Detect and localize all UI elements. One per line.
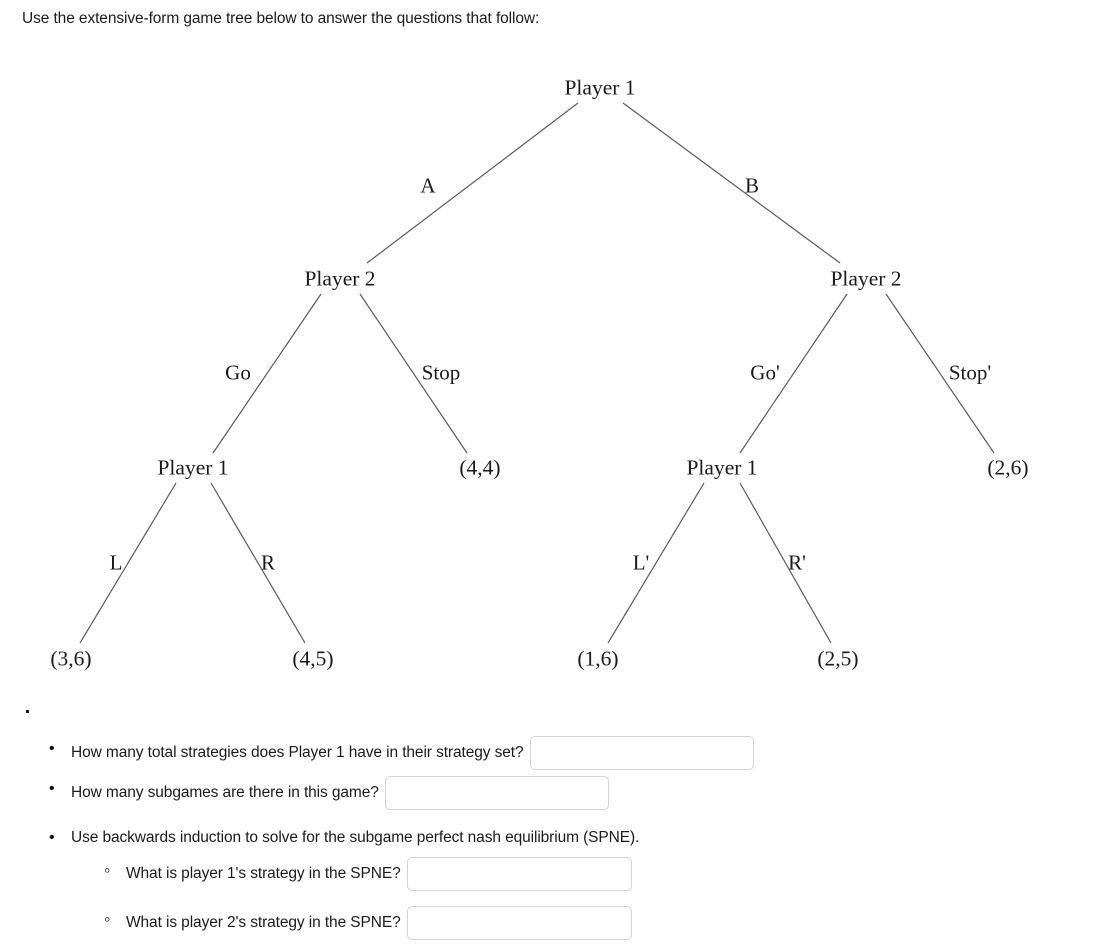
edge-a-line [366, 102, 579, 264]
edge-lp-label: L' [632, 550, 650, 575]
bullet-icon [104, 857, 126, 885]
questions-list: How many total strategies does Player 1 … [0, 736, 1118, 946]
row-spacer [0, 816, 1118, 825]
question-content: What is player 2's strategy in the SPNE? [126, 906, 632, 940]
bullet-icon [104, 906, 126, 934]
payoff-pay-1-6: (1,6) [577, 646, 619, 671]
edge-gop-line [739, 293, 848, 454]
payoff-pay-4-5: (4,5) [292, 646, 334, 671]
tree-edges-svg [79, 102, 995, 644]
tree-node-root: Player 1 [564, 75, 636, 100]
edge-stop-label: Stop [421, 360, 461, 385]
edge-b-line [622, 102, 841, 264]
edge-stopp-line [885, 293, 995, 454]
tree-node-p1l: Player 1 [157, 455, 229, 480]
edge-r-label: R [260, 550, 276, 575]
q-player1-strategy-label: What is player 1's strategy in the SPNE? [126, 865, 401, 882]
edge-a-label: A [420, 173, 436, 198]
payoff-pay-4-4: (4,4) [459, 455, 501, 480]
edge-b-label: B [744, 173, 760, 198]
page-title: Use the extensive-form game tree below t… [22, 10, 540, 27]
row-spacer [0, 897, 1118, 906]
tree-node-p2r: Player 2 [830, 266, 902, 291]
bullet-icon [49, 736, 71, 762]
edge-stopp-label: Stop' [948, 360, 992, 385]
edge-r-line [210, 482, 306, 644]
question-row: What is player 1's strategy in the SPNE? [0, 857, 1118, 891]
edge-go-label: Go [225, 360, 251, 385]
edge-lp-line [607, 482, 705, 644]
question-content: How many subgames are there in this game… [71, 776, 609, 810]
stray-period-mark [26, 710, 29, 713]
tree-node-p1r: Player 1 [686, 455, 758, 480]
q-backwards-induction-label: Use backwards induction to solve for the… [71, 829, 640, 846]
q-subgames-label: How many subgames are there in this game… [71, 784, 379, 801]
extensive-form-game-tree: Player 1 Player 2 Player 2 Player 1 Player 1… [0, 55, 1118, 715]
question-content: Use backwards induction to solve for the… [71, 825, 639, 851]
question-row: What is player 2's strategy in the SPNE? [0, 906, 1118, 940]
q-strategies-input[interactable] [529, 736, 754, 770]
q-player1-strategy-input[interactable] [406, 857, 632, 891]
tree-node-p2l: Player 2 [304, 266, 376, 291]
question-row: How many total strategies does Player 1 … [0, 736, 1118, 770]
payoff-pay-2-6: (2,6) [987, 455, 1029, 480]
edge-go-line [212, 293, 322, 454]
question-content: What is player 1's strategy in the SPNE? [126, 857, 632, 891]
q-strategies-label: How many total strategies does Player 1 … [71, 744, 524, 761]
q-player2-strategy-input[interactable] [406, 906, 632, 940]
edge-gop-label: Go' [750, 360, 780, 385]
q-subgames-input[interactable] [384, 776, 609, 810]
edge-l-label: L [109, 550, 123, 575]
edge-stop-line [359, 293, 468, 454]
question-row: Use backwards induction to solve for the… [0, 825, 1118, 851]
payoff-pay-2-5: (2,5) [817, 646, 859, 671]
q-player2-strategy-label: What is player 2's strategy in the SPNE? [126, 914, 401, 931]
edge-rp-label: R' [788, 550, 806, 575]
question-content: How many total strategies does Player 1 … [71, 736, 754, 770]
payoff-pay-3-6: (3,6) [50, 646, 92, 671]
edge-l-line [79, 482, 177, 644]
question-row: How many subgames are there in this game… [0, 776, 1118, 810]
bullet-icon [49, 776, 71, 802]
edge-rp-line [739, 482, 832, 644]
bullet-icon [49, 825, 71, 851]
